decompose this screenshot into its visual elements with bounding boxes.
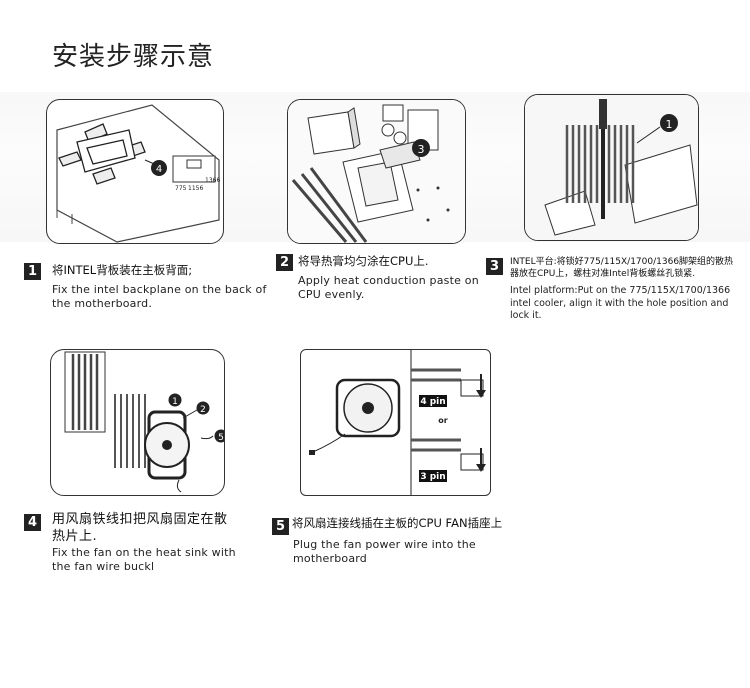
step5-cn-text: 将风扇连接线插在主板的CPU FAN插座上	[292, 516, 503, 530]
step2-illustration: 3	[287, 99, 466, 244]
socket-label-1156: 1156	[188, 185, 203, 192]
step2-number: 2	[276, 254, 293, 271]
step4-en-text: Fix the fan on the heat sink with the fa…	[52, 546, 236, 573]
step4-cn-text: 用风扇铁线扣把风扇固定在散热片上.	[52, 512, 228, 544]
step1-number: 1	[24, 263, 41, 280]
socket-label-775: 775	[175, 185, 187, 192]
step4-number: 4	[24, 514, 41, 531]
step4-callout-2: 2	[200, 405, 206, 415]
step4-illustration: 1 2 5	[50, 349, 225, 496]
step5-en-text: Plug the fan power wire into the motherb…	[293, 538, 476, 565]
pin-label-3pin: 3 pin	[420, 472, 445, 482]
step1-illustration: 4 1366 775 1156	[46, 99, 224, 244]
step2-cn-text: 将导热膏均匀涂在CPU上.	[298, 254, 429, 268]
step3-number: 3	[486, 258, 503, 275]
step2-callout: 3	[418, 143, 425, 156]
step4-callout-1: 1	[172, 397, 178, 407]
step3-en-text: Intel platform:Put on the 775/115X/1700/…	[510, 285, 731, 321]
step3-callout: 1	[666, 118, 673, 131]
step5-number: 5	[272, 518, 289, 535]
page-title: 安装步骤示意	[52, 42, 215, 72]
step1-cn-text: 将INTEL背板装在主板背面;	[52, 263, 193, 277]
step1-en-text: Fix the intel backplane on the back of t…	[52, 283, 267, 310]
step3-cn-text: INTEL平台:将锁好775/115X/1700/1366脚架组的散热器放在CP…	[510, 257, 734, 279]
step5-illustration: 4 pin or 3 pin	[300, 349, 491, 496]
step3-illustration: 1	[524, 94, 699, 241]
socket-label-1366: 1366	[205, 177, 220, 184]
step4-callout-5: 5	[218, 433, 224, 443]
pin-label-4pin: 4 pin	[420, 397, 445, 407]
step2-en-text: Apply heat conduction paste on CPU evenl…	[298, 274, 479, 301]
step1-callout: 4	[156, 164, 162, 175]
pin-label-or: or	[438, 416, 447, 425]
